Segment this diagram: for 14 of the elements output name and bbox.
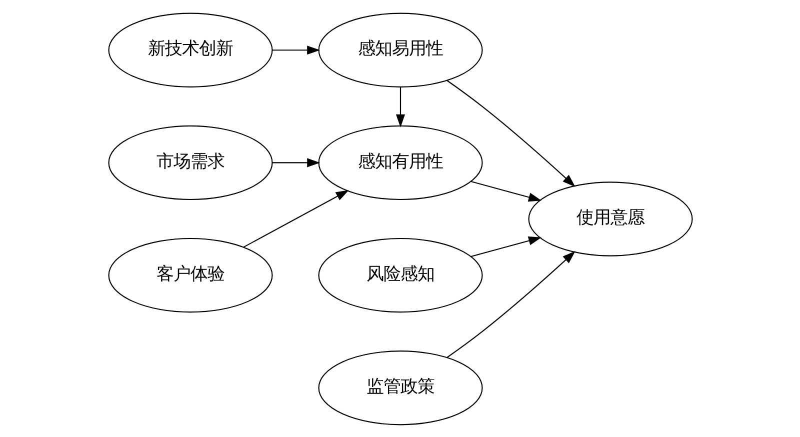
arrow — [272, 158, 320, 167]
node-ellipse: 感知易用性 — [318, 12, 482, 87]
arrow — [446, 250, 575, 358]
node-ellipse: 监管政策 — [318, 350, 482, 425]
arrow — [446, 80, 575, 186]
arrow — [272, 45, 320, 54]
node-ellipse: 新技术创新 — [108, 12, 272, 87]
node-ellipse: 风险感知 — [318, 237, 482, 312]
arrow — [395, 86, 405, 127]
arrow — [470, 180, 542, 202]
arrow — [470, 236, 542, 256]
node-ellipse: 客户体验 — [108, 237, 272, 312]
arrow — [242, 190, 348, 248]
node-ellipse: 市场需求 — [108, 124, 272, 200]
